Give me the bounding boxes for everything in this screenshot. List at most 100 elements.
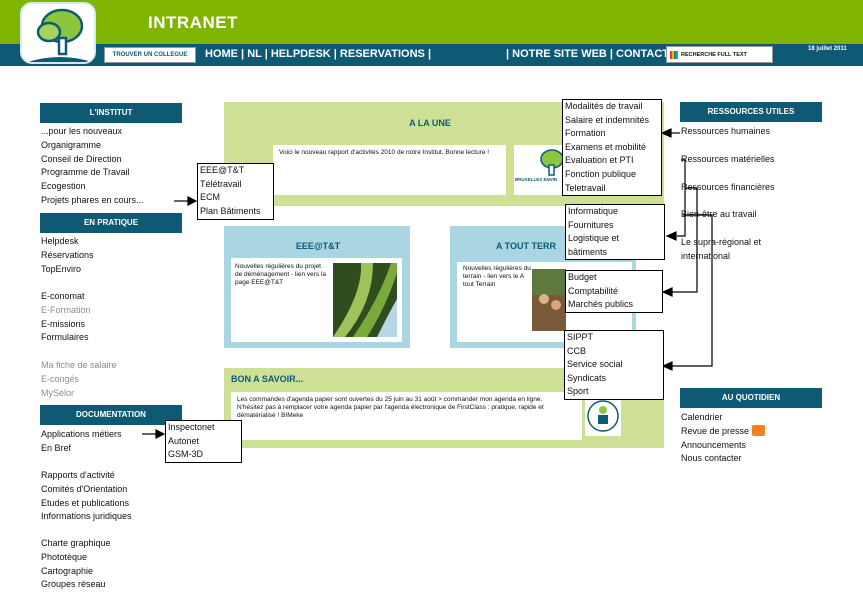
popup-item[interactable]: Logistique et <box>568 233 620 244</box>
sidebar-item[interactable]: Formulaires <box>41 332 89 343</box>
sidebar-item[interactable]: En Bref <box>41 442 72 453</box>
quotidien-item-calendrier[interactable]: Calendrier <box>681 412 723 422</box>
quotidien-item-announcements[interactable]: Announcements <box>681 439 747 450</box>
pratique-header: EN PRATIQUE <box>40 213 182 233</box>
nav-menu-left[interactable]: HOME | NL | HELPDESK | RESERVATIONS | <box>205 48 432 60</box>
sidebar-item[interactable]: Conseil de Direction <box>41 153 122 164</box>
institut-header: L'INSTITUT <box>40 103 182 123</box>
arrow-left-icon <box>665 231 677 241</box>
nav-menu-right[interactable]: | NOTRE SITE WEB | CONTACT | <box>506 48 676 60</box>
find-colleague-button[interactable]: TROUVER UN COLLEGUE <box>104 47 196 63</box>
quotidien-item-contact[interactable]: Nous contacter <box>681 453 742 464</box>
popup-item[interactable]: Télétravail <box>200 178 242 189</box>
sidebar-item[interactable]: TopEnviro <box>41 263 82 274</box>
popup-item[interactable]: Salaire et indemnités <box>565 114 650 125</box>
sidebar-item[interactable]: E-missions <box>41 318 86 329</box>
popup-item[interactable]: Informatique <box>568 206 619 216</box>
popup-item[interactable]: Formation <box>565 128 606 139</box>
une-text[interactable]: Voici le nouveau rapport d'activités 201… <box>273 145 506 195</box>
google-icon <box>670 50 678 59</box>
sidebar-item[interactable]: Informations juridiques <box>41 511 132 522</box>
popup-item[interactable]: Autonet <box>168 435 200 446</box>
ressources-item-rh[interactable]: Ressources humaines <box>681 126 771 136</box>
terrain-photo <box>532 269 566 331</box>
popup-item[interactable]: Modalités de travail <box>565 101 643 111</box>
sidebar-item[interactable]: E-congés <box>41 373 80 384</box>
popup-item[interactable]: Budget <box>568 272 597 282</box>
sidebar-item[interactable]: Programme de Travail <box>41 167 130 178</box>
popup-item[interactable]: Inspectonet <box>168 422 215 432</box>
savoir-badge-image[interactable] <box>585 396 621 436</box>
rss-icon[interactable] <box>751 424 765 436</box>
popup-item[interactable]: Plan Bâtiments <box>200 205 261 216</box>
popup-item[interactable]: Examens et mobilité <box>565 141 647 152</box>
leaves-photo <box>333 263 397 337</box>
popup-item[interactable]: Syndicats <box>567 372 607 383</box>
popup-item[interactable]: Evaluation et PTI <box>565 155 634 166</box>
sidebar-item[interactable]: Comités d'Orientation <box>41 483 128 494</box>
sidebar-item[interactable]: Organigramme <box>41 139 102 150</box>
sidebar-item[interactable]: Helpdesk <box>41 236 79 246</box>
ressources-item-international[interactable]: Le supra-régional et international <box>681 237 762 261</box>
institut-list: ...pour les nouveaux Organigramme Consei… <box>41 125 144 208</box>
sidebar-item[interactable]: E-conomat <box>41 291 85 301</box>
sidebar-item[interactable]: Groupes réseau <box>41 579 106 590</box>
bienetre-popup: SIPPT CCB Service social Syndicats Sport <box>564 330 664 400</box>
popup-item[interactable]: CCB <box>567 345 587 356</box>
eeet-card[interactable]: Nouvelles régulières du projet de déména… <box>231 258 402 342</box>
quotidien-item-revue[interactable]: Revue de presse <box>681 424 765 439</box>
sidebar-item[interactable]: Phototèque <box>41 551 88 562</box>
arrow-left-icon <box>661 361 673 371</box>
sidebar-item[interactable]: Rapports d'activité <box>41 470 115 480</box>
ressources-item-bienetre[interactable]: Bien-être au travail <box>681 209 757 219</box>
popup-item[interactable]: ECM <box>200 192 220 203</box>
financieres-popup: Budget Comptabilité Marchés publics <box>565 270 663 313</box>
arrow-left-icon <box>661 287 673 297</box>
search-label: RECHERCHE FULL TEXT <box>681 51 747 58</box>
terrain-title: A TOUT TERR <box>496 241 556 251</box>
savoir-line-1: Les commandes d'agenda papier sont ouver… <box>237 396 543 403</box>
sidebar-item[interactable]: E-Formation <box>41 304 91 315</box>
documentation-list-1: Applications métiers En Bref <box>41 428 122 456</box>
sidebar-item[interactable]: MySelor <box>41 387 75 398</box>
popup-item[interactable]: Comptabilité <box>568 285 619 296</box>
terrain-text: Nouvelles régulières du terrain - lien v… <box>463 265 531 288</box>
popup-item[interactable]: Teletravail <box>565 182 606 193</box>
sidebar-item[interactable]: Ma fiche de salaire <box>41 360 117 370</box>
sidebar-item[interactable]: Cartographie <box>41 565 94 576</box>
top-banner <box>0 0 863 44</box>
savoir-card[interactable]: Les commandes d'agenda papier sont ouver… <box>231 392 582 440</box>
savoir-line-2: N'hésitez pas à remplacer votre agenda p… <box>237 404 544 419</box>
sidebar-item[interactable]: Projets phares en cours... <box>41 194 144 205</box>
eeet-text: Nouvelles régulières du projet de déména… <box>235 263 327 286</box>
popup-item[interactable]: Marchés publics <box>568 299 634 310</box>
sidebar-item[interactable]: Charte graphique <box>41 538 111 548</box>
sidebar-item[interactable]: Réservations <box>41 249 94 260</box>
popup-item[interactable]: Service social <box>567 359 623 370</box>
popup-item[interactable]: EEE@T&T <box>200 165 245 175</box>
documentation-list-2: Rapports d'activité Comités d'Orientatio… <box>41 469 132 524</box>
materielles-popup: Informatique Fournitures Logistique et b… <box>565 204 665 260</box>
brand-title: INTRANET <box>148 13 238 32</box>
sidebar-item[interactable]: Etudes et publications <box>41 497 130 508</box>
popup-item[interactable]: GSM-3D <box>168 449 204 460</box>
nav-bar <box>0 44 863 66</box>
popup-item[interactable]: Fournitures <box>568 219 614 230</box>
arrow-left-icon <box>660 128 672 138</box>
pratique-list-3: Ma fiche de salaire E-congés MySelor <box>41 359 117 400</box>
fulltext-search-button[interactable]: RECHERCHE FULL TEXT <box>666 46 773 63</box>
pratique-list-2: E-conomat E-Formation E-missions Formula… <box>41 290 91 345</box>
une-title: A LA UNE <box>409 118 451 128</box>
eeet-title: EEE@T&T <box>295 241 341 251</box>
popup-item[interactable]: bâtiments <box>568 246 608 257</box>
sidebar-item[interactable]: Ecogestion <box>41 181 86 192</box>
sidebar-item[interactable]: Applications métiers <box>41 429 122 439</box>
popup-item[interactable]: Sport <box>567 386 589 397</box>
quotidien-header: AU QUOTIDIEN <box>680 388 822 408</box>
popup-item[interactable]: SIPPT <box>567 332 594 342</box>
ressources-item-materielles[interactable]: Ressources matérielles <box>681 154 775 164</box>
tree-logo-icon[interactable] <box>20 2 96 64</box>
sidebar-item[interactable]: ...pour les nouveaux <box>41 126 123 136</box>
popup-item[interactable]: Fonction publique <box>565 168 637 179</box>
ressources-item-financieres[interactable]: Ressources financières <box>681 182 775 192</box>
